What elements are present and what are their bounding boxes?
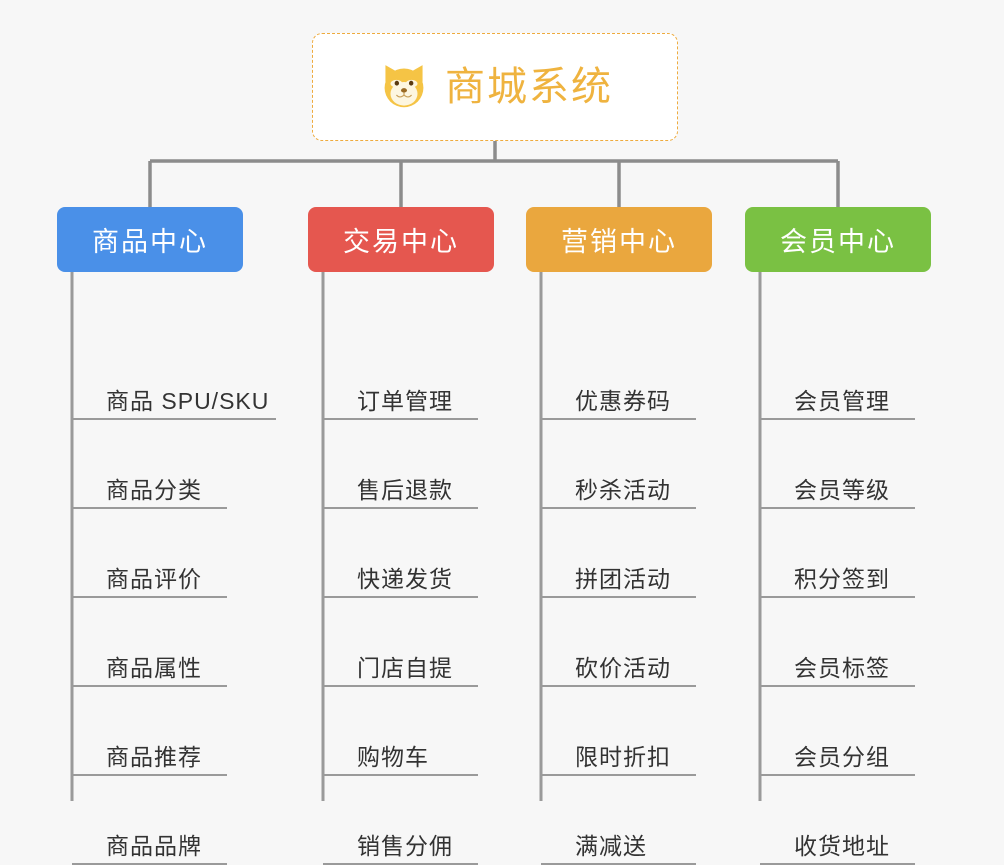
branch-header-marketing-center[interactable]: 营销中心 xyxy=(526,207,712,272)
leaf-item-label: 门店自提 xyxy=(357,654,453,681)
leaf-item[interactable]: 商品品牌 xyxy=(72,817,227,865)
leaf-item-label: 砍价活动 xyxy=(575,654,671,681)
branch-header-member-center[interactable]: 会员中心 xyxy=(745,207,931,272)
leaf-item-label: 售后退款 xyxy=(357,476,453,503)
leaf-item[interactable]: 快递发货 xyxy=(323,550,478,598)
branch-trade-center: 交易中心订单管理售后退款快递发货门店自提购物车销售分佣 xyxy=(308,207,494,865)
root-node[interactable]: 商城系统 xyxy=(312,33,678,141)
leaf-item-label: 满减送 xyxy=(575,832,647,859)
leaf-item-label: 商品 SPU/SKU xyxy=(106,387,270,414)
leaf-item-label: 订单管理 xyxy=(357,387,453,414)
leaf-item-label: 快递发货 xyxy=(357,565,453,592)
leaf-item-label: 商品评价 xyxy=(106,565,202,592)
leaf-item[interactable]: 商品 SPU/SKU xyxy=(72,372,276,420)
leaf-item[interactable]: 商品推荐 xyxy=(72,728,227,776)
leaf-item[interactable]: 满减送 xyxy=(541,817,696,865)
leaf-item-label: 会员等级 xyxy=(794,476,890,503)
leaf-item[interactable]: 订单管理 xyxy=(323,372,478,420)
leaf-item-label: 会员分组 xyxy=(794,743,890,770)
leaf-item-label: 商品属性 xyxy=(106,654,202,681)
leaf-item-label: 收货地址 xyxy=(794,832,890,859)
branch-header-product-center[interactable]: 商品中心 xyxy=(57,207,243,272)
leaf-item[interactable]: 商品评价 xyxy=(72,550,227,598)
leaf-item-label: 会员标签 xyxy=(794,654,890,681)
leaf-item-label: 积分签到 xyxy=(794,565,890,592)
leaf-item[interactable]: 拼团活动 xyxy=(541,550,696,598)
leaf-item[interactable]: 会员标签 xyxy=(760,639,915,687)
leaf-item[interactable]: 商品分类 xyxy=(72,461,227,509)
leaf-item[interactable]: 销售分佣 xyxy=(323,817,478,865)
leaf-item[interactable]: 会员分组 xyxy=(760,728,915,776)
leaf-item-label: 商品品牌 xyxy=(106,832,202,859)
leaf-item[interactable]: 收货地址 xyxy=(760,817,915,865)
leaf-item[interactable]: 售后退款 xyxy=(323,461,478,509)
branch-marketing-center: 营销中心优惠券码秒杀活动拼团活动砍价活动限时折扣满减送 xyxy=(526,207,712,865)
leaf-item[interactable]: 购物车 xyxy=(323,728,478,776)
branch-member-center: 会员中心会员管理会员等级积分签到会员标签会员分组收货地址 xyxy=(745,207,931,865)
leaf-item-label: 销售分佣 xyxy=(357,832,453,859)
leaf-item[interactable]: 会员等级 xyxy=(760,461,915,509)
shiba-dog-face-icon xyxy=(384,65,424,108)
leaf-item-label: 购物车 xyxy=(357,743,429,770)
leaf-item[interactable]: 门店自提 xyxy=(323,639,478,687)
leaf-item[interactable]: 秒杀活动 xyxy=(541,461,696,509)
branch-product-center: 商品中心商品 SPU/SKU 商品分类商品评价商品属性商品推荐商品品牌 xyxy=(57,207,276,865)
leaf-item[interactable]: 砍价活动 xyxy=(541,639,696,687)
leaf-item[interactable]: 会员管理 xyxy=(760,372,915,420)
leaf-item-label: 秒杀活动 xyxy=(575,476,671,503)
leaf-item[interactable]: 优惠券码 xyxy=(541,372,696,420)
leaf-item-label: 会员管理 xyxy=(794,387,890,414)
root-title: 商城系统 xyxy=(445,65,613,109)
leaf-item[interactable]: 积分签到 xyxy=(760,550,915,598)
leaf-item-label: 优惠券码 xyxy=(575,387,671,414)
leaf-item[interactable]: 商品属性 xyxy=(72,639,227,687)
leaf-item-label: 拼团活动 xyxy=(575,565,671,592)
branch-header-trade-center[interactable]: 交易中心 xyxy=(308,207,494,272)
leaf-item-label: 商品分类 xyxy=(106,476,202,503)
leaf-item-label: 商品推荐 xyxy=(106,743,202,770)
leaf-item-label: 限时折扣 xyxy=(575,743,671,770)
leaf-item[interactable]: 限时折扣 xyxy=(541,728,696,776)
mindmap-canvas: 商城系统 商品中心商品 SPU/SKU 商品分类商品评价商品属性商品推荐商品品牌 交… xyxy=(57,33,931,865)
